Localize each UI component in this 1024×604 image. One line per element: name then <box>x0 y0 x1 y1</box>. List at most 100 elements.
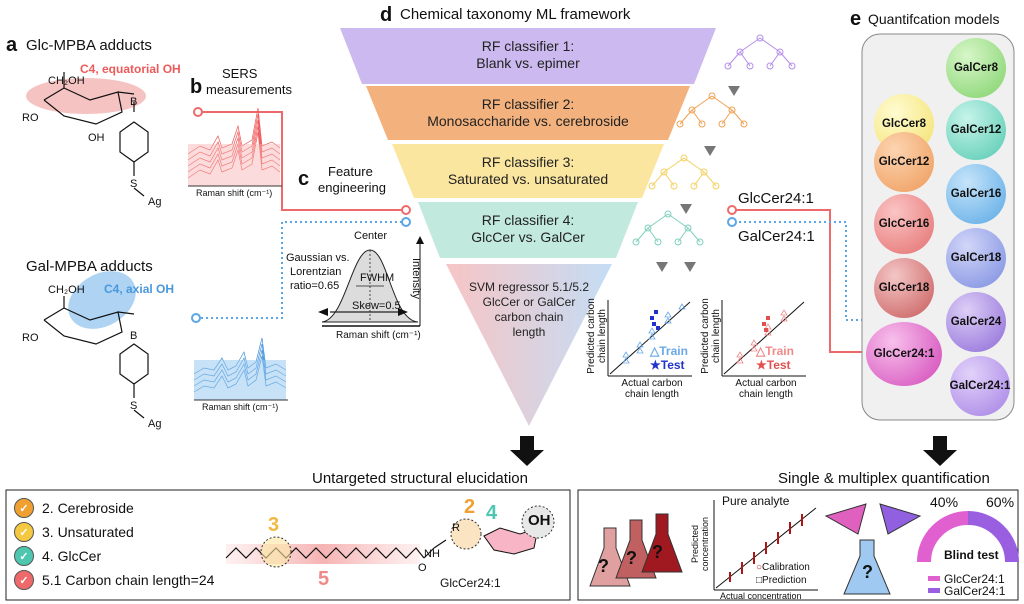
peak-intensity: Intensity <box>410 258 422 299</box>
check-icon: ✓ <box>14 522 34 542</box>
atom-nh: NH <box>424 548 440 560</box>
rf3-label: RF classifier 3: Saturated vs. unsaturat… <box>414 154 642 188</box>
glc-test: ★Test <box>650 358 685 372</box>
peak-plot <box>318 236 424 327</box>
glc-spectra-fill <box>188 144 280 186</box>
unknown-mix: ? <box>862 562 873 582</box>
glc-plot-ylabel-1: Predicted carbon <box>586 298 597 374</box>
sers-title-2: measurements <box>206 82 292 97</box>
glc-ro: RO <box>22 112 39 124</box>
rf2-line1: RF classifier 2: <box>481 96 575 112</box>
feature-title-1: Feature <box>328 164 373 179</box>
glc-oh: OH <box>88 132 105 144</box>
ball-galcer18: GalCer18 <box>946 228 1006 288</box>
glc-plot-xlabel-1: Actual carbon <box>621 378 683 389</box>
gal-s: S <box>130 400 138 412</box>
svm-line2: GlcCer or GalCer <box>482 295 576 309</box>
svm-band <box>446 264 612 426</box>
glc-plot-ylabel: Predicted carbon chain length <box>586 296 608 376</box>
glc-plot-ylabel-2: chain length <box>597 309 608 363</box>
rf2-band <box>366 86 690 140</box>
glc-train: △Train <box>650 344 688 358</box>
rf1-band <box>340 28 716 84</box>
gal-plot-xlabel-1: Actual carbon <box>735 378 797 389</box>
pure-ylabel-1: Predicted <box>690 524 700 564</box>
marker-3: 3 <box>268 514 280 536</box>
unknown-3: ? <box>652 542 663 562</box>
peak-fwhm: FWHM <box>360 272 395 284</box>
glc-plot-xlabel: Actual carbon chain length <box>612 378 692 400</box>
prediction-legend: □Prediction <box>756 575 807 586</box>
square-icon: □ <box>756 575 763 586</box>
flasks-mix <box>824 503 922 595</box>
calibration-label: Calibration <box>762 562 810 573</box>
ball-glccer16: GlcCer16 <box>874 194 934 254</box>
feature-title-2: engineering <box>318 180 386 195</box>
panel-d-letter: d <box>380 4 393 26</box>
gal-label: GalCer24:1 <box>738 228 815 245</box>
gal-ch2oh: CH₂OH <box>48 284 85 296</box>
ball-glccer12: GlcCer12 <box>874 132 934 192</box>
gal-molecule <box>43 271 149 419</box>
rf-tree-4 <box>632 210 704 246</box>
prediction-label: Prediction <box>762 575 807 586</box>
list-item-label: 4. GlcCer <box>42 548 102 564</box>
ball-galcer16: GalCer16 <box>946 164 1006 224</box>
ceramide-chain <box>225 505 555 568</box>
molecule-label: GlcCer24:1 <box>440 576 501 590</box>
regression-plot-gal <box>721 300 806 377</box>
quant-title: Quantifcation models <box>868 11 1000 27</box>
rf4-line2: GlcCer vs. GalCer <box>471 229 585 245</box>
quantification-box <box>577 489 1019 601</box>
panel-c-letter: c <box>298 168 310 190</box>
list-item-unsaturated: ✓ 3. Unsaturated <box>14 522 134 542</box>
rf1-label: RF classifier 1: Blank vs. epimer <box>380 38 676 72</box>
regression-plot-glc <box>607 300 692 377</box>
check-icon: ✓ <box>14 570 34 590</box>
panel-a-letter: a <box>6 34 18 56</box>
peak-center: Center <box>354 230 388 242</box>
glc-s: S <box>130 178 138 190</box>
glc-label: GlcCer24:1 <box>738 190 814 207</box>
peak-xlabel: Raman shift (cm⁻¹) <box>336 330 421 341</box>
rf1-line1: RF classifier 1: <box>481 38 575 54</box>
gal-test: ★Test <box>756 358 791 372</box>
blind-test-label: Blind test <box>944 548 999 562</box>
rf-tree-1 <box>724 34 796 70</box>
sers-title-1: SERS <box>222 66 258 81</box>
list-item-label: 3. Unsaturated <box>42 524 134 540</box>
ball-glccer24-1: GlcCer24:1 <box>866 322 942 386</box>
framework-title: Chemical taxonomy ML framework <box>400 6 631 23</box>
pure-ylabel: Predicted concentration <box>690 504 710 584</box>
gal-plot-ylabel: Predicted carbon chain length <box>700 296 722 376</box>
glc-plot-xlabel-2: chain length <box>625 389 679 400</box>
legend-glc: GlcCer24:1 <box>944 572 1005 586</box>
list-item-cerebroside: ✓ 2. Cerebroside <box>14 498 134 518</box>
pure-analyte-label: Pure analyte <box>722 494 790 508</box>
list-item-label: 5.1 Carbon chain length=24 <box>42 572 215 588</box>
gal-plot-xlabel: Actual carbon chain length <box>726 378 806 400</box>
gal-train: △Train <box>756 344 794 358</box>
pct-right: 60% <box>986 494 1015 510</box>
glc-connector <box>193 107 411 215</box>
atom-o: O <box>418 562 427 574</box>
panel-b-letter: b <box>190 76 203 98</box>
gal-connector <box>191 217 411 323</box>
circle-icon: ○ <box>756 562 763 573</box>
rf2-label: RF classifier 2: Monosaccharide vs. cere… <box>388 96 668 130</box>
ball-galcer24-1: GalCer24:1 <box>950 356 1010 416</box>
svm-line3: carbon chain <box>494 310 564 324</box>
flasks-left <box>589 513 683 587</box>
marker-4: 4 <box>486 502 498 524</box>
marker-5: 5 <box>318 568 330 590</box>
panel-e-letter: e <box>850 8 862 30</box>
rf1-line2: Blank vs. epimer <box>476 55 580 71</box>
gal-plot-ylabel-1: Predicted carbon <box>700 298 711 374</box>
ratio-3: ratio=0.65 <box>290 280 340 292</box>
gal-spectra-xlabel: Raman shift (cm⁻¹) <box>202 402 279 412</box>
svm-label: SVM regressor 5.1/5.2 GlcCer or GalCer c… <box>450 280 608 340</box>
pct-left: 40% <box>930 494 959 510</box>
glc-ag: Ag <box>148 196 162 208</box>
glc-annotation: C4, equatorial OH <box>80 62 181 76</box>
quantification-title: Single & multiplex quantification <box>778 470 990 487</box>
